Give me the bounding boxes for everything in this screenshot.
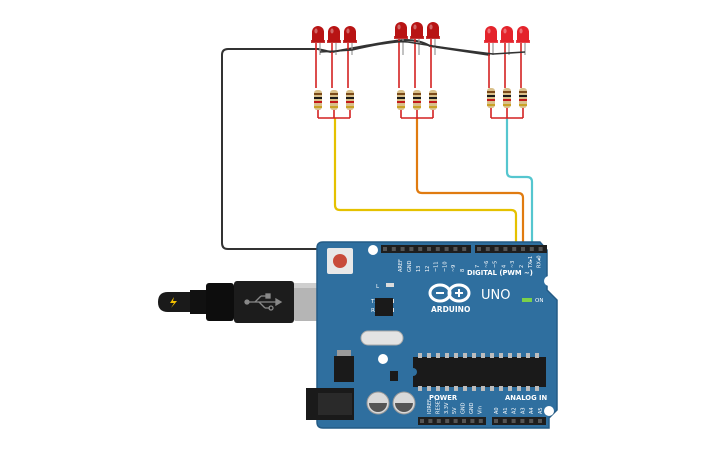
wire-orange[interactable] (415, 118, 525, 250)
resistor[interactable] (397, 90, 405, 118)
mount-hole (544, 276, 554, 286)
wires (221, 38, 534, 250)
resistor[interactable] (330, 90, 338, 118)
wire-cyan[interactable] (505, 118, 534, 250)
pin-label: ~10 (442, 261, 448, 272)
pin-label: ~11 (434, 261, 440, 272)
led[interactable] (410, 22, 424, 88)
pin-label: 7 (475, 265, 481, 268)
led-l-label: L (376, 284, 380, 290)
brand-label: ARDUINO (431, 305, 470, 314)
led[interactable] (327, 26, 341, 88)
mount-hole (368, 245, 378, 255)
led-groups (311, 22, 530, 119)
digital-label: DIGITAL (PWM ~) (467, 269, 533, 277)
pin-label: A2 (512, 407, 518, 414)
pin-label: ~6 (484, 261, 490, 268)
led[interactable] (484, 26, 498, 88)
reset-button[interactable] (327, 248, 353, 274)
pin-label: GND (407, 260, 413, 272)
crystal (360, 330, 404, 346)
usb-icon (244, 293, 283, 311)
resistor[interactable] (314, 90, 322, 118)
pin-label: A0 (494, 407, 500, 414)
resistor[interactable] (429, 90, 437, 118)
pin-label: GND (469, 402, 475, 414)
pin-label: 8 (460, 269, 466, 272)
resistor[interactable] (519, 88, 527, 118)
pin-label: A3 (520, 407, 526, 414)
header-analog[interactable] (492, 417, 546, 425)
transistor (390, 371, 398, 381)
resistor[interactable] (487, 88, 495, 118)
pin-label: TX▸1 (528, 256, 534, 269)
pin-label: 12 (425, 266, 431, 272)
power-jack[interactable] (306, 388, 354, 420)
pin-label: 4 (501, 265, 507, 268)
header-left-top[interactable] (381, 245, 471, 253)
led[interactable] (426, 22, 440, 88)
pin-label: Vin (477, 406, 483, 414)
wire-yellow[interactable] (333, 118, 518, 250)
pin-label: A4 (529, 407, 535, 414)
led[interactable] (394, 22, 408, 88)
pin-label: AREF (398, 259, 404, 272)
pin-label: 3.3V (444, 402, 450, 414)
usb-chip (375, 298, 393, 316)
power-label: POWER (429, 394, 458, 402)
pin-label: A1 (503, 407, 509, 414)
pin-label: IOREF (427, 399, 433, 414)
atmega-chip (413, 353, 546, 391)
led-group-2 (394, 22, 440, 119)
model-label: UNO (481, 288, 510, 303)
analog-label: ANALOG IN (505, 394, 548, 402)
lightning-bolt-icon (170, 297, 177, 308)
led[interactable] (311, 26, 325, 88)
cathode-ground-line (319, 40, 526, 55)
led-tx-label: TX (370, 299, 378, 305)
mount-hole (378, 354, 388, 364)
pin-label: A5 (538, 407, 544, 414)
resistor[interactable] (413, 90, 421, 118)
pin-label: ~5 (493, 261, 499, 268)
pin-label: RESET (435, 397, 441, 414)
capacitor (392, 391, 416, 415)
led-group-1 (311, 26, 357, 119)
capacitor (366, 391, 390, 415)
pin-label: 5V (452, 407, 458, 414)
pin-label: 13 (416, 266, 422, 272)
bottom-pin-holes (420, 419, 542, 423)
led-rx-label: RX (371, 308, 379, 314)
header-power[interactable] (418, 417, 486, 425)
pin-label: RX◂0 (537, 255, 543, 268)
led-group-3 (484, 26, 530, 119)
pin-label: ~9 (451, 265, 457, 272)
on-led (522, 298, 532, 302)
header-right-top[interactable] (475, 245, 547, 253)
led[interactable] (343, 26, 357, 88)
pin-label: GND (461, 402, 467, 414)
resistor[interactable] (503, 88, 511, 118)
ground-wire[interactable] (221, 38, 491, 250)
top-pin-holes (383, 247, 543, 251)
pin-label: 2 (519, 265, 525, 268)
resistor[interactable] (346, 90, 354, 118)
led[interactable] (500, 26, 514, 88)
voltage-regulator (334, 356, 354, 382)
infinity-logo-icon (428, 283, 471, 303)
on-label: ON (535, 298, 543, 304)
led[interactable] (516, 26, 530, 88)
mount-hole (544, 406, 554, 416)
pin-label: ~3 (510, 261, 516, 268)
